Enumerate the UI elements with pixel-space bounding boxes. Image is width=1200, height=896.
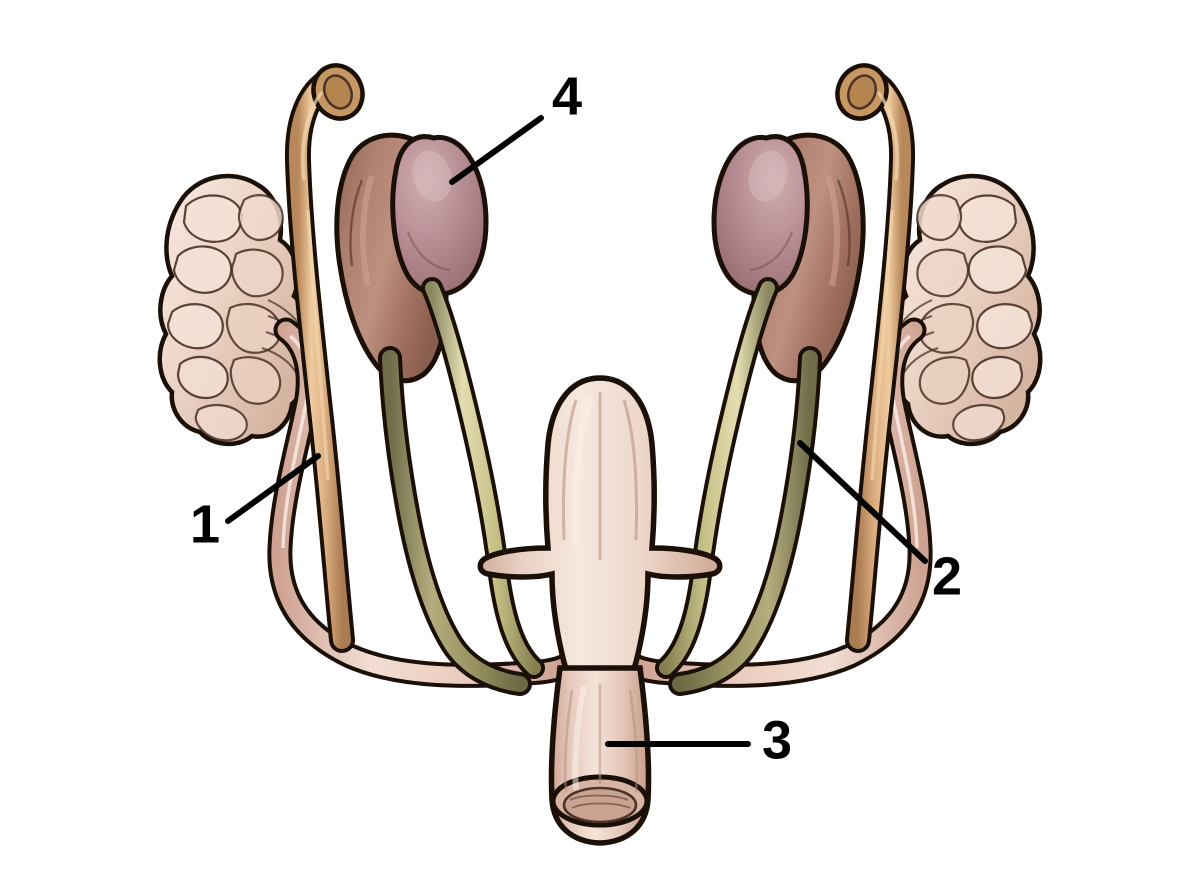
oviduct-funnel-right [835, 63, 916, 653]
right-urogenital-group [607, 63, 1043, 696]
label-3-text: 3 [762, 710, 792, 770]
label-4-leader-line [449, 115, 544, 185]
left-urogenital-group [157, 63, 593, 696]
label-2-leader-line [797, 440, 928, 564]
label-1-group[interactable]: 1 [190, 453, 321, 554]
label-2-group[interactable]: 2 [797, 440, 962, 606]
ureter-right [659, 281, 775, 675]
adrenal-gland-right [711, 134, 810, 297]
urethra-cloaca [548, 665, 652, 846]
ovary-left [157, 173, 309, 446]
ureter-left [425, 281, 541, 675]
label-3-group[interactable]: 3 [605, 710, 792, 770]
label-1-leader-line [225, 453, 321, 524]
label-2-text: 2 [932, 546, 962, 606]
adrenal-gland-left [390, 134, 489, 297]
ureter-left-secondary [382, 350, 528, 692]
label-4-group[interactable]: 4 [449, 66, 582, 185]
label-1-text: 1 [190, 494, 220, 554]
ureter-right-secondary [672, 350, 818, 692]
oviduct-funnel-left [284, 63, 365, 653]
ovary-right [891, 173, 1043, 446]
label-4-text: 4 [552, 66, 582, 126]
